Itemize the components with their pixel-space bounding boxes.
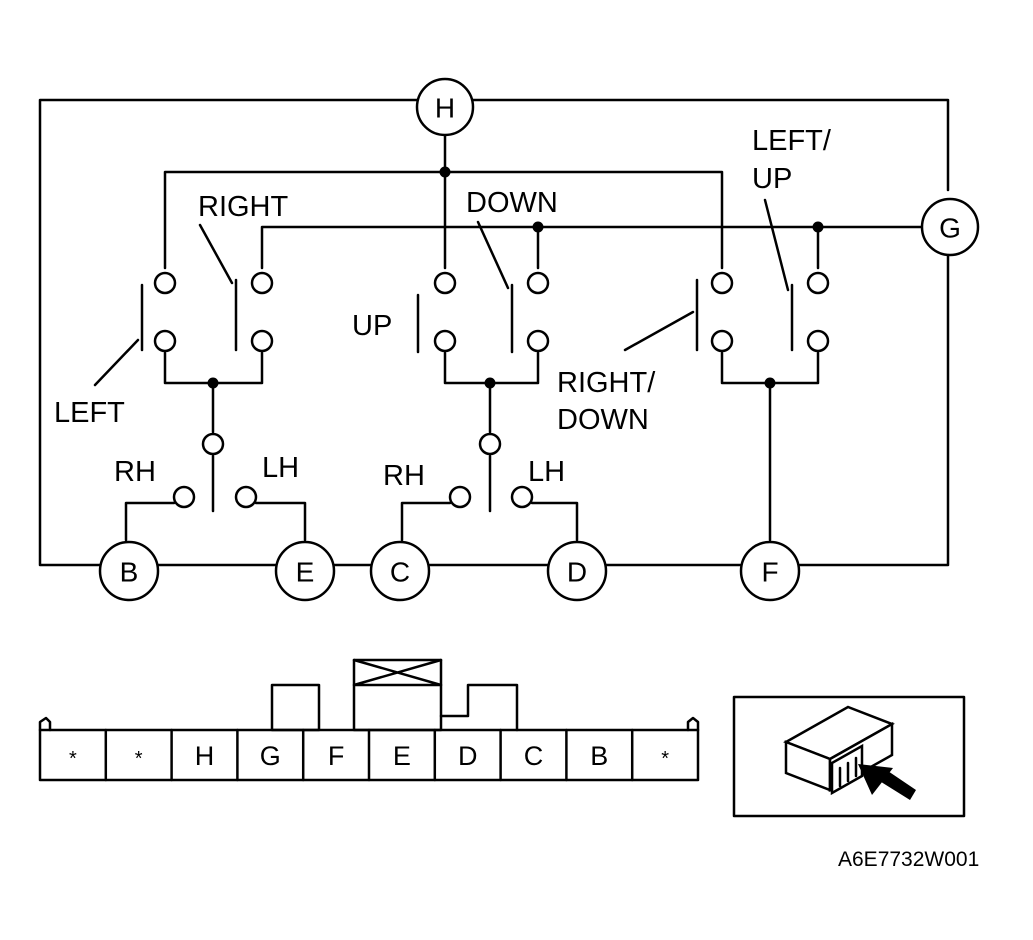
terminal-e: E	[274, 540, 336, 602]
label-right-down-line1: RIGHT/	[557, 367, 656, 399]
terminal-b-label: B	[120, 557, 139, 588]
connector-pin-label: *	[135, 748, 143, 770]
terminal-h-label: H	[435, 93, 455, 124]
connector-pin-label: D	[458, 741, 478, 771]
connector-pin-label: *	[661, 748, 669, 770]
label-left-up-line2: UP	[752, 163, 792, 195]
label-lh-1: LH	[262, 452, 299, 484]
terminal-f: F	[739, 540, 801, 602]
terminal-e-label: E	[296, 557, 315, 588]
terminal-g-label: G	[939, 213, 961, 244]
switch-group-left-right	[93, 223, 307, 542]
connector-pin-label: B	[590, 741, 608, 771]
terminal-h: H	[415, 77, 475, 137]
switch-group-up-down	[400, 220, 579, 542]
label-left-up-line1: LEFT/	[752, 125, 832, 157]
g-bus-wires	[260, 225, 924, 270]
switch-group-rightdown-leftup	[623, 198, 830, 542]
outer-frame-wires	[38, 98, 950, 567]
label-left: LEFT	[54, 397, 125, 429]
terminal-d-label: D	[567, 557, 587, 588]
connector-location-inset	[732, 695, 966, 818]
connector-pin-label: E	[393, 741, 411, 771]
terminal-d: D	[546, 540, 608, 602]
terminal-g: G	[920, 197, 980, 257]
label-right: RIGHT	[198, 191, 289, 223]
connector-pin-label: *	[69, 748, 77, 770]
label-lh-2: LH	[528, 456, 565, 488]
terminal-c-label: C	[390, 557, 410, 588]
label-up: UP	[352, 310, 392, 342]
label-right-down-line2: DOWN	[557, 404, 649, 436]
label-down: DOWN	[466, 187, 558, 219]
terminal-c: C	[369, 540, 431, 602]
figure-code: A6E7732W001	[838, 848, 979, 871]
connector-pin-label: F	[328, 741, 345, 771]
connector-pin-label: C	[524, 741, 544, 771]
connector-pin-label: H	[195, 741, 215, 771]
connector-pin-label: G	[260, 741, 281, 771]
terminal-f-label: F	[761, 557, 778, 588]
arrow-head-icon	[858, 764, 893, 795]
terminal-b: B	[98, 540, 160, 602]
label-rh-1: RH	[114, 456, 156, 488]
connector-face: * * H G F E D C B *	[38, 658, 700, 782]
label-rh-2: RH	[383, 460, 425, 492]
